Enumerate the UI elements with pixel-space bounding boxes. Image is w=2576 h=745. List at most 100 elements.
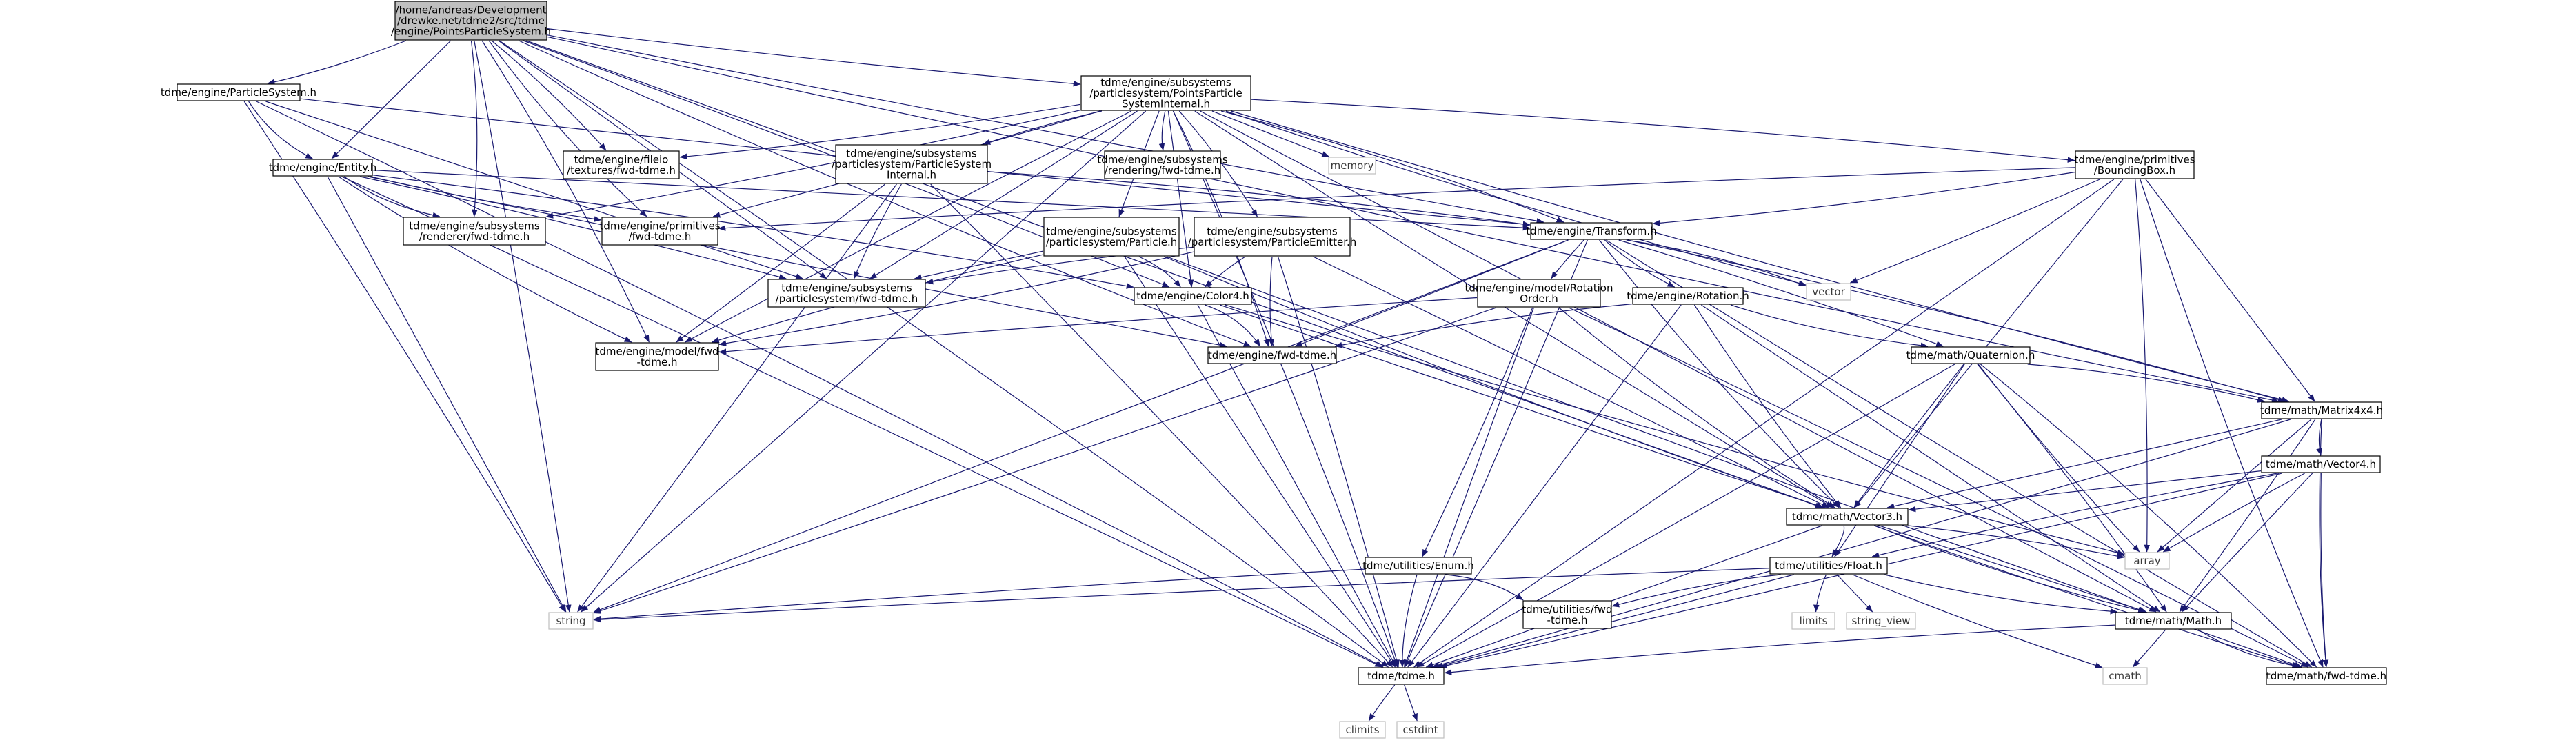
node-rendfwd[interactable]: tdme/engine/subsystems/rendering/fwd-tdm… (1097, 150, 1228, 179)
node-renderer[interactable]: tdme/engine/subsystems/renderer/fwd-tdme… (403, 217, 546, 246)
edge-math-to-tdme (1444, 624, 2115, 675)
node-label: string (556, 615, 585, 627)
node-vec4[interactable]: tdme/math/Vector4.h (2261, 455, 2381, 473)
edge-transform-to-rotation (1604, 239, 1676, 288)
node-quat[interactable]: tdme/math/Quaternion.h (1906, 346, 2035, 364)
edge-rotation-to-enginefwd (1334, 304, 1633, 348)
node-rotation[interactable]: tdme/engine/Rotation.h (1627, 287, 1749, 305)
node-enum[interactable]: tdme/utilities/Enum.h (1362, 557, 1474, 575)
node-label: tdme/math/fwd-tdme.h (2266, 670, 2386, 682)
node-label: tdme/math/Vector4.h (2266, 458, 2376, 470)
node-tdme[interactable]: tdme/tdme.h (1358, 667, 1445, 685)
node-fileio[interactable]: tdme/engine/fileio/textures/fwd-tdme.h (563, 150, 680, 179)
node-box (1806, 283, 1851, 301)
edge-entity-to-enginefwd (368, 176, 1227, 348)
node-utilfwd[interactable]: tdme/utilities/fwd-tdme.h (1522, 600, 1613, 629)
edge-float-to-utilfwd (1611, 574, 1781, 608)
node-particle[interactable]: tdme/engine/subsystems/particlesystem/Pa… (1043, 217, 1180, 257)
edge-root-to-ps (267, 40, 407, 86)
node-label: /BoundingBox.h (2094, 164, 2175, 177)
node-box (563, 150, 680, 179)
node-box (177, 83, 301, 101)
node-box (2075, 150, 2195, 179)
edge-particle-to-color4 (1138, 256, 1181, 288)
node-mathfwd[interactable]: tdme/math/fwd-tdme.h (2266, 667, 2387, 685)
node-label: tdme/engine/subsystems (846, 148, 977, 160)
node-color4[interactable]: tdme/engine/Color4.h (1134, 287, 1252, 305)
node-label: tdme/engine/subsystems (781, 281, 912, 294)
node-label: Order.h (1520, 292, 1558, 305)
edge-emitter-to-enginefwd (1268, 256, 1275, 347)
node-label: vector (1812, 286, 1845, 298)
node-box (1632, 287, 1744, 305)
edge-mat4-to-array (2157, 419, 2312, 553)
node-bbox[interactable]: tdme/engine/primitives/BoundingBox.h (2074, 150, 2195, 179)
node-psfwd[interactable]: tdme/engine/subsystems/particlesystem/fw… (767, 279, 926, 308)
edge-mat4-to-mathfwd (2319, 419, 2329, 668)
node-label: /engine/PointsParticleSystem.h (391, 26, 551, 38)
edge-rotorder-to-vec3 (1558, 307, 1835, 508)
edge-entity-to-tdme (341, 176, 1382, 668)
node-entity[interactable]: tdme/engine/Entity.h (269, 159, 376, 177)
node-label: tdme/engine/subsystems (1207, 225, 1338, 237)
edge-ppsi-to-fileio (679, 103, 1081, 160)
edge-mat4-to-vec3 (1886, 419, 2282, 509)
edge-color4-to-array (1225, 304, 2125, 556)
edge-entity-to-psfwd (360, 176, 787, 280)
edge-ppsi-to-vec3 (1194, 110, 1833, 508)
node-modelfwd[interactable]: tdme/engine/model/fwd-tdme.h (595, 342, 719, 371)
node-primfwd[interactable]: tdme/engine/primitives/fwd-tdme.h (599, 217, 721, 246)
node-label: tdme/engine/model/fwd (595, 345, 718, 357)
edge-tdme-to-climits (1368, 684, 1396, 722)
edge-vec3-to-mathfwd (1873, 525, 2300, 668)
edge-mat4-to-tdme (1431, 419, 2291, 668)
edge-root-to-tdme (499, 40, 1389, 668)
node-label: tdme/engine/subsystems (1100, 77, 1231, 89)
edge-entity-to-color4 (372, 175, 1134, 289)
node-box (1365, 557, 1472, 575)
node-label: -tdme.h (637, 356, 678, 368)
node-enginefwd[interactable]: tdme/engine/fwd-tdme.h (1207, 346, 1337, 364)
edge-float-to-math (1884, 574, 2118, 615)
edge-ps-to-psfwd (265, 101, 803, 279)
edge-root-to-renderer (470, 40, 478, 217)
edge-ppsi-to-bbox (1251, 99, 2075, 163)
edge-vec4-to-math (2181, 473, 2313, 613)
node-ps[interactable]: tdme/engine/ParticleSystem.h (161, 83, 316, 101)
node-vec3[interactable]: tdme/math/Vector3.h (1786, 508, 1909, 526)
node-label: /particlesystem/fwd-tdme.h (776, 292, 918, 305)
edge-particle-to-tdme (1124, 256, 1396, 668)
edge-quat-to-tdme (1416, 364, 1955, 668)
node-emitter[interactable]: tdme/engine/subsystems/particlesystem/Pa… (1188, 217, 1357, 257)
node-box (767, 279, 926, 308)
node-label: tdme/engine/model/Rotation (1465, 281, 1613, 294)
node-transform[interactable]: tdme/engine/Transform.h (1526, 222, 1657, 240)
node-label: tdme/engine/subsystems (1097, 153, 1228, 166)
edge-vec3-to-array (1908, 525, 2125, 559)
node-psint[interactable]: tdme/engine/subsystems/particlesystem/Pa… (832, 144, 992, 184)
node-label: tdme/engine/Color4.h (1136, 290, 1249, 302)
node-mat4[interactable]: tdme/math/Matrix4x4.h (2260, 401, 2383, 419)
node-math[interactable]: tdme/math/Math.h (2115, 612, 2232, 630)
edge-psint-to-tdme (930, 183, 1393, 668)
edge-bbox-to-tdme (1413, 179, 2115, 668)
edge-float-to-limits (1813, 574, 1827, 613)
edge-vec3-to-tdme (1425, 525, 1822, 668)
node-box (548, 612, 594, 630)
node-box (1522, 600, 1612, 629)
edge-emitter-to-tdme (1277, 256, 1400, 668)
node-box (1080, 75, 1251, 111)
edge-float-to-strview (1836, 574, 1873, 613)
node-root[interactable]: /home/andreas/Development/drewke.net/tdm… (391, 1, 551, 41)
node-box (1846, 612, 1916, 630)
node-label: memory (1331, 159, 1374, 172)
node-float[interactable]: tdme/utilities/Float.h (1769, 557, 1888, 575)
node-box (2102, 667, 2148, 685)
node-box (595, 342, 719, 371)
node-label: tdme/tdme.h (1367, 670, 1435, 682)
edge-vec4-to-array (2162, 473, 2305, 553)
edge-vec4-to-float (1871, 473, 2278, 558)
node-ppsi[interactable]: tdme/engine/subsystems/particlesystem/Po… (1080, 75, 1251, 111)
node-label: array (2133, 555, 2160, 567)
